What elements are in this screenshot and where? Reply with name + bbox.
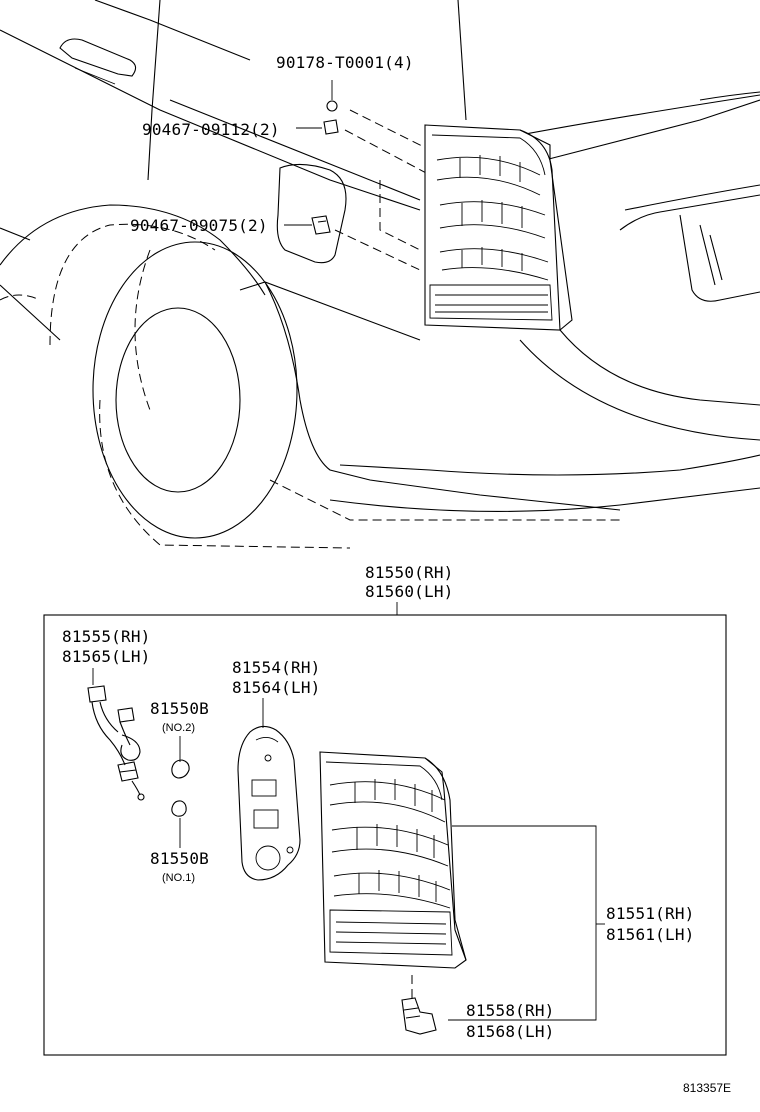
clip-fastener-a [323,119,339,135]
label-lens-rh: 81551(RH) [606,904,695,923]
socket-wire-harness [87,685,145,801]
lamp-clip [401,997,437,1035]
label-socket-lh: 81565(LH) [62,647,151,666]
label-bulb-no2-note: (NO.2) [162,722,195,734]
vehicle-body-outline [0,0,760,549]
label-clip-part-rh: 81558(RH) [466,1001,555,1020]
nut-fastener [326,80,338,112]
bulb-no1 [171,800,187,817]
label-bulb-no2: 81550B [150,699,209,718]
label-assy-lh: 81560(LH) [365,582,454,601]
diagram-code: 813357E [683,1081,731,1095]
bulb-no2 [171,759,190,779]
label-nut: 90178-T0001(4) [276,53,414,72]
label-bulb-no1-note: (NO.1) [162,872,195,884]
label-clip-a: 90467-09112(2) [142,120,280,139]
label-bulb-no1: 81550B [150,849,209,868]
lens-housing [319,751,467,969]
label-clip-b: 90467-09075(2) [130,216,268,235]
assembly-box [43,614,727,1056]
clip-fastener-b [311,215,331,235]
label-gasket-rh: 81554(RH) [232,658,321,677]
label-socket-rh: 81555(RH) [62,627,151,646]
label-clip-part-lh: 81568(LH) [466,1022,555,1041]
label-lens-lh: 81561(LH) [606,925,695,944]
rear-lamp-installed [424,124,573,331]
label-gasket-lh: 81564(LH) [232,678,321,697]
gasket [237,725,301,881]
label-assy-rh: 81550(RH) [365,563,454,582]
